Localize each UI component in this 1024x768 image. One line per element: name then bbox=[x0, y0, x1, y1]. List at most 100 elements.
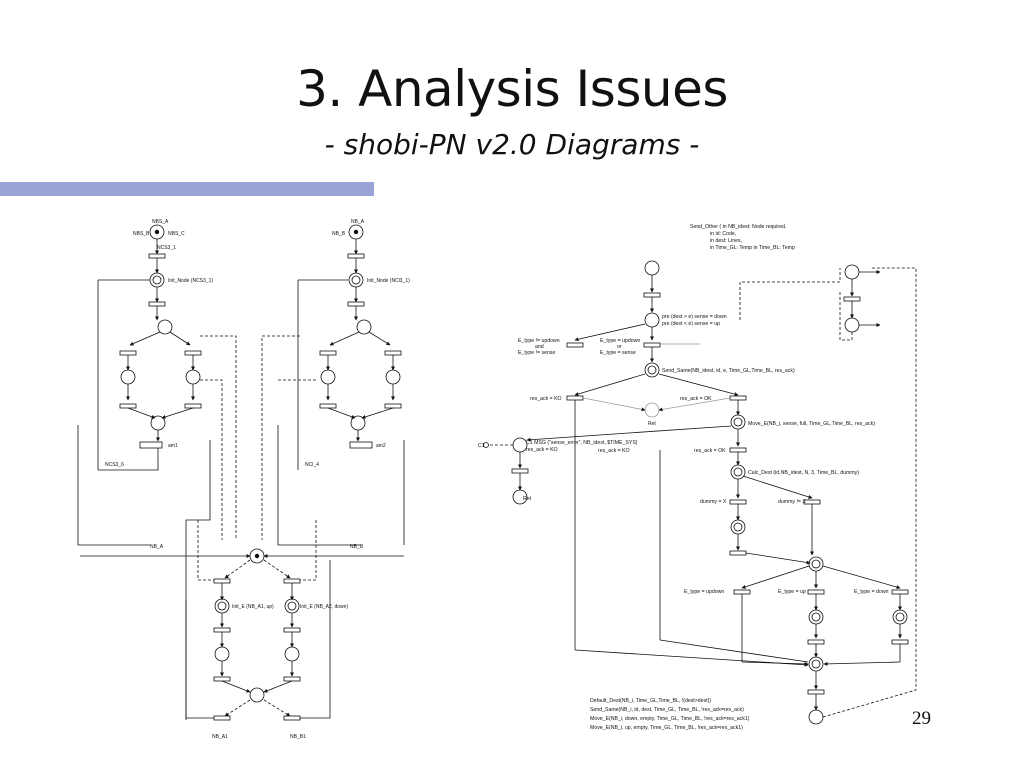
label-nbs-left: NBS_B bbox=[133, 231, 150, 237]
legend-item-3: Move_E(NB_i, down, empty, Time_GL, Time_… bbox=[590, 716, 750, 722]
svg-text:E_type = updown: E_type = updown bbox=[600, 338, 640, 344]
transition-ko bbox=[566, 395, 584, 401]
place-p14 bbox=[214, 646, 230, 662]
header-line-3: in dest: Lines, bbox=[710, 238, 742, 244]
place-init-node-2 bbox=[348, 272, 364, 288]
transition-t4 bbox=[119, 403, 137, 409]
svg-text:NB_A: NB_A bbox=[351, 219, 365, 225]
transition-top-right bbox=[843, 296, 861, 302]
transition-t2 bbox=[119, 350, 137, 356]
transition-t9 bbox=[384, 350, 402, 356]
send-same-label: Send_Same(NB_idest, id, e, Time_GL,Time_… bbox=[662, 368, 795, 374]
legend: Default_Dest(NB_i, Time_GL,Time_BL, !(de… bbox=[590, 698, 750, 731]
svg-text:am1: am1 bbox=[168, 443, 178, 449]
transition-am2 bbox=[349, 441, 373, 449]
place-p3 bbox=[120, 369, 136, 385]
transition-t3 bbox=[184, 350, 202, 356]
transition-t0 bbox=[148, 253, 166, 259]
place-p9 bbox=[320, 369, 336, 385]
transition-right-branch bbox=[643, 342, 661, 348]
transition-am1 bbox=[139, 441, 163, 449]
place-move-e bbox=[730, 414, 746, 430]
transition-c1-out bbox=[511, 468, 529, 474]
legend-item-2: Send_Same(NB_i, id, dest, Time_GL, Time_… bbox=[590, 707, 744, 713]
place-init-node bbox=[149, 272, 165, 288]
transition-final bbox=[807, 689, 825, 695]
transition-dest-next bbox=[729, 550, 747, 556]
place-s0 bbox=[644, 260, 660, 276]
svg-text:res_ack = OK: res_ack = OK bbox=[694, 448, 726, 454]
transition-t11 bbox=[384, 403, 402, 409]
place-move-up bbox=[808, 609, 824, 625]
svg-text:E_type = updown: E_type = updown bbox=[684, 589, 724, 595]
svg-text:am2: am2 bbox=[376, 443, 386, 449]
svg-text:E_type = up: E_type = up bbox=[778, 589, 806, 595]
slide-subtitle: - shobi-PN v2.0 Diagrams - bbox=[324, 128, 700, 161]
transition-t15 bbox=[283, 627, 301, 633]
place-top-right-2 bbox=[844, 317, 860, 333]
transition-t14 bbox=[213, 627, 231, 633]
place-p-init bbox=[249, 548, 265, 564]
transition-ok bbox=[729, 395, 747, 401]
transition-t6 bbox=[347, 253, 365, 259]
svg-text:C1 MSG ("sense_error", NB_ides: C1 MSG ("sense_error", NB_idest, $TIME_S… bbox=[526, 440, 638, 446]
svg-text:NB_B: NB_B bbox=[350, 544, 364, 550]
svg-text:E_type = sense: E_type = sense bbox=[600, 350, 636, 356]
transition-t19 bbox=[283, 715, 301, 721]
svg-text:Ret: Ret bbox=[523, 496, 532, 502]
svg-text:E_type != updown: E_type != updown bbox=[518, 338, 560, 344]
place-top-right bbox=[844, 264, 860, 280]
svg-text:and: and bbox=[535, 344, 544, 350]
place-calc-dest bbox=[730, 464, 746, 480]
transition-t10 bbox=[319, 403, 337, 409]
transition-dummy-ne bbox=[803, 499, 821, 505]
svg-text:res_ack = KO: res_ack = KO bbox=[598, 448, 630, 454]
place-p6 bbox=[150, 415, 166, 431]
place-ret-gray bbox=[644, 402, 660, 418]
place-p2 bbox=[157, 319, 173, 335]
svg-text:Init_Node (NCS3_1): Init_Node (NCS3_1) bbox=[168, 278, 213, 284]
svg-text:Init_E (NB_A1, up): Init_E (NB_A1, up) bbox=[232, 604, 274, 610]
label-nbs-right: NBS_C bbox=[168, 231, 185, 237]
transition-left-branch bbox=[566, 342, 584, 348]
header-line-2: in id: Code, bbox=[710, 231, 736, 237]
transition-t13 bbox=[283, 578, 301, 584]
place-s2 bbox=[644, 312, 660, 328]
slide-title: 3. Analysis Issues bbox=[296, 60, 728, 118]
transition-t16 bbox=[213, 676, 231, 682]
svg-text:res_ack = KO: res_ack = KO bbox=[526, 447, 558, 453]
place-split bbox=[808, 556, 824, 572]
transition-down bbox=[891, 589, 909, 595]
place-c1 bbox=[512, 437, 528, 453]
place-p15 bbox=[284, 646, 300, 662]
place-move-down bbox=[892, 609, 908, 625]
transition-down-next bbox=[891, 639, 909, 645]
transition-t7 bbox=[347, 301, 365, 307]
left-diagram: NBS_A NBS_B NBS_C NCS3_1 Init_Node (NCS3… bbox=[77, 219, 237, 720]
svg-text:or: or bbox=[617, 344, 622, 350]
bottom-diagram: Init_E (NB_A1, up) Init_E (NB_A2, down) … bbox=[80, 520, 404, 740]
place-ret bbox=[512, 489, 528, 505]
svg-text:NCl_4: NCl_4 bbox=[305, 462, 319, 468]
transition-t1 bbox=[148, 301, 166, 307]
place-p8 bbox=[356, 319, 372, 335]
svg-text:NB_B: NB_B bbox=[332, 231, 346, 237]
transition-t8 bbox=[319, 350, 337, 356]
svg-text:E_type != sense: E_type != sense bbox=[518, 350, 555, 356]
pre-line-1: pre (dest > e) sense = down bbox=[662, 314, 727, 320]
right-diagram bbox=[483, 260, 917, 725]
transition-up-next bbox=[807, 639, 825, 645]
transition-t17 bbox=[283, 676, 301, 682]
svg-text:Init_Node (NCl3_1): Init_Node (NCl3_1) bbox=[367, 278, 410, 284]
label-nbs-top: NBS_A bbox=[152, 219, 169, 225]
place-init-e-up bbox=[214, 598, 230, 614]
right-diagram-text: Send_Other ( in NB_idest: Node required,… bbox=[478, 224, 889, 595]
transition-t18 bbox=[213, 715, 231, 721]
svg-text:Init_E (NB_A2, down): Init_E (NB_A2, down) bbox=[300, 604, 348, 610]
svg-text:res_ack = OK: res_ack = OK bbox=[680, 396, 712, 402]
calc-dest-label: Calc_Dest (id,NB_idest, N, 3, Time_BL, d… bbox=[748, 470, 859, 476]
place-end bbox=[808, 709, 824, 725]
place-join bbox=[808, 656, 824, 672]
svg-text:NB_B1: NB_B1 bbox=[290, 734, 306, 740]
